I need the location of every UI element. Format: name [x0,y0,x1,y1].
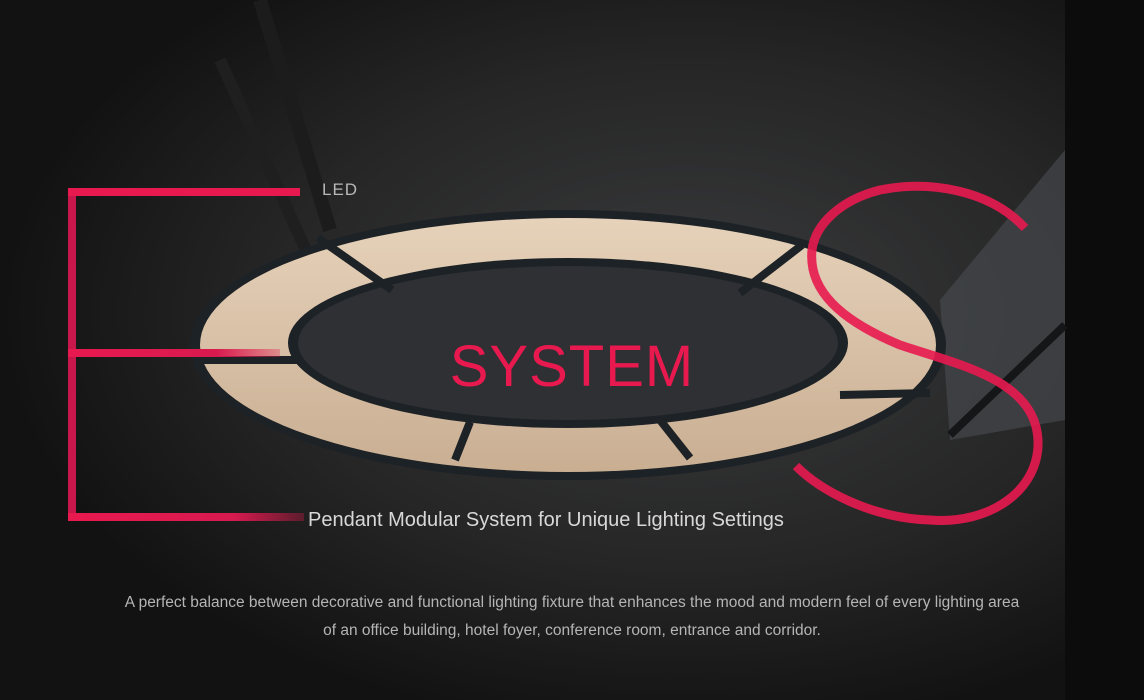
hero-subtitle: Pendant Modular System for Unique Lighti… [308,509,784,531]
hero-description: A perfect balance between decorative and… [60,589,1084,645]
letter-s-graphic [792,181,1043,525]
led-label: LED [322,180,359,199]
description-line-2: of an office building, hotel foyer, conf… [323,622,821,639]
description-line-1: A perfect balance between decorative and… [124,594,1020,611]
hero-title: SYSTEM [449,334,695,399]
letter-e-graphic [68,188,304,521]
ring-luminaire [190,210,946,480]
